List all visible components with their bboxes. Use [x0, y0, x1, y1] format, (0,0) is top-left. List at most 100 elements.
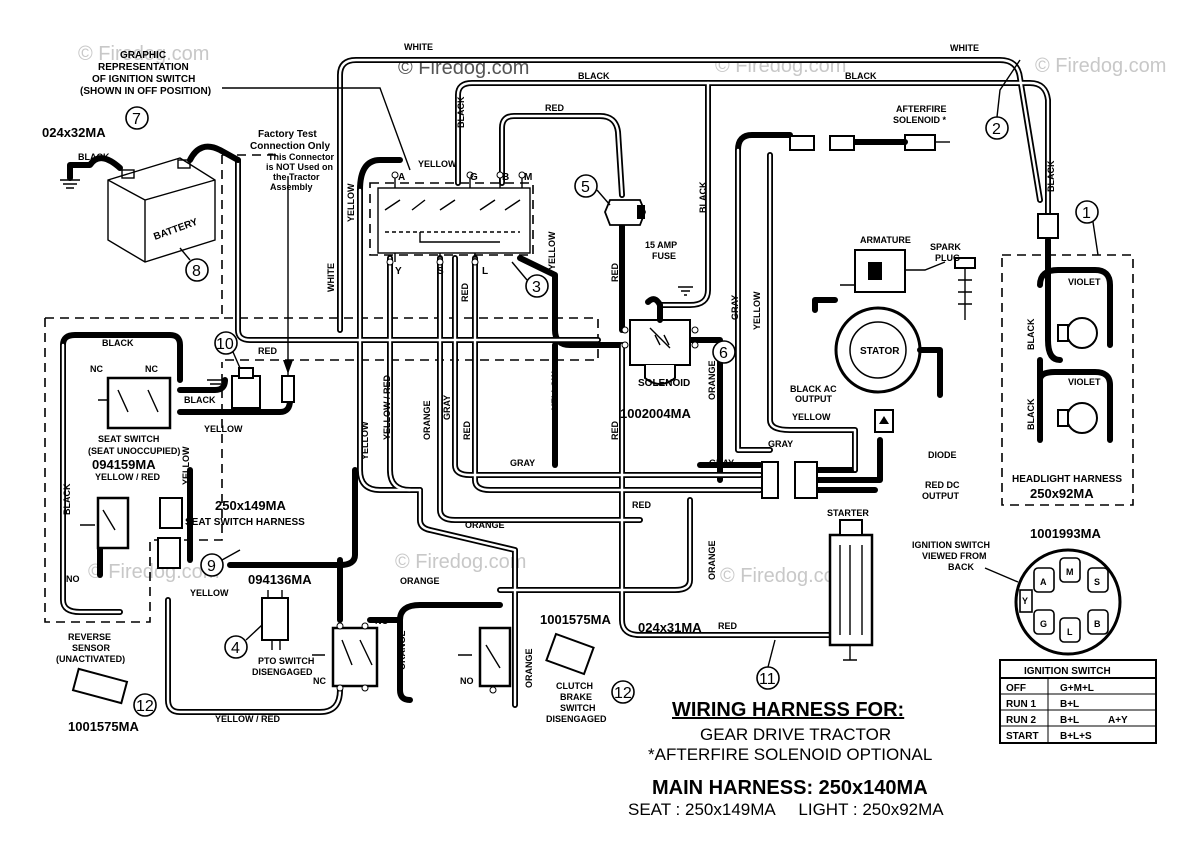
- fuse: [604, 199, 646, 226]
- main-harness-title: MAIN HARNESS: 250x140MA: [652, 777, 928, 799]
- ground-icon: [678, 286, 693, 296]
- table-cell: B+L: [1060, 699, 1079, 710]
- table-cell: START: [1006, 731, 1039, 742]
- svg-text:2: 2: [992, 121, 1001, 138]
- ign-graphic-3: OF IGNITION SWITCH: [92, 74, 195, 85]
- svg-text:YELLOW: YELLOW: [360, 421, 370, 460]
- wire-label-violet: VIOLET: [1068, 377, 1101, 387]
- table-cell: B+L: [1060, 715, 1079, 726]
- title-heading: WIRING HARNESS FOR:: [672, 699, 904, 721]
- svg-text:ORANGE: ORANGE: [465, 520, 505, 530]
- solenoid-part: 1002004MA: [620, 406, 691, 421]
- svg-text:RED: RED: [718, 621, 738, 631]
- clutch-label-3: SWITCH: [560, 703, 596, 713]
- terminal-s: S: [437, 266, 444, 277]
- svg-text:YELLOW / RED: YELLOW / RED: [382, 375, 392, 441]
- factory-note-3: the Tractor: [273, 172, 320, 182]
- title-line-1: GEAR DRIVE TRACTOR: [700, 725, 891, 744]
- ign-graphic-1: GRAPHIC: [120, 50, 166, 61]
- clutch-switch: [458, 626, 595, 694]
- test-connector: [231, 176, 295, 409]
- clutch-label-4: DISENGAGED: [546, 714, 607, 724]
- armature-label: ARMATURE: [860, 235, 911, 245]
- seat-switch-part: 094159MA: [92, 457, 156, 472]
- svg-text:4: 4: [231, 640, 240, 657]
- seat-harness-outline: [44, 317, 223, 623]
- svg-text:ORANGE: ORANGE: [422, 400, 432, 440]
- clutch-part: 1001575MA: [540, 612, 611, 627]
- svg-text:1: 1: [1082, 205, 1091, 222]
- reverse-label-3: (UNACTIVATED): [56, 654, 125, 664]
- black-ac-label-2: OUTPUT: [795, 394, 833, 404]
- pto-label-2: DISENGAGED: [252, 667, 313, 677]
- svg-text:RED: RED: [460, 282, 470, 302]
- terminal-b: B: [502, 172, 509, 183]
- svg-text:YELLOW: YELLOW: [752, 291, 762, 330]
- wire-label-black: BLACK: [1026, 398, 1036, 430]
- ign-terminal-a: A: [1040, 577, 1047, 587]
- afterfire-solenoid: [789, 134, 950, 151]
- black-ac-label-1: BLACK AC: [790, 384, 837, 394]
- factory-note-2: is NOT Used on: [266, 162, 333, 172]
- svg-text:GRAY: GRAY: [768, 439, 793, 449]
- table-cell: G+M+L: [1060, 683, 1094, 694]
- terminal-g: G: [470, 172, 478, 183]
- svg-text:ORANGE: ORANGE: [400, 576, 440, 586]
- svg-text:6: 6: [719, 345, 728, 362]
- fuse-label-1: 15 AMP: [645, 240, 677, 250]
- table-cell: RUN 1: [1006, 699, 1036, 710]
- svg-text:BLACK: BLACK: [102, 338, 134, 348]
- factory-note-1: This Connector: [268, 152, 334, 162]
- seat-no: NO: [66, 574, 80, 584]
- seat-nc-right: NC: [145, 364, 158, 374]
- pto-nc: NC: [313, 676, 326, 686]
- ignition-table-header: IGNITION SWITCH: [1024, 666, 1111, 677]
- svg-text:YELLOW: YELLOW: [346, 183, 356, 222]
- watermark-faint: © Firedog.com: [78, 43, 209, 65]
- svg-text:ORANGE: ORANGE: [524, 648, 534, 688]
- wire-label-yellow-red: YELLOW / RED: [95, 472, 161, 482]
- starter-motor: [828, 519, 874, 661]
- spark-plug: [954, 257, 976, 320]
- watermark-faint: © Firedog.com: [395, 551, 526, 573]
- clutch-no: NO: [460, 676, 474, 686]
- svg-text:12: 12: [614, 685, 632, 702]
- svg-text:BLACK: BLACK: [845, 71, 877, 81]
- svg-text:BLACK: BLACK: [62, 483, 72, 515]
- ign-graphic-2: REPRESENTATION: [98, 62, 189, 73]
- svg-text:BLACK: BLACK: [78, 152, 110, 162]
- watermark-faint: © Firedog.com: [88, 561, 219, 583]
- svg-text:WHITE: WHITE: [404, 42, 433, 52]
- ign-terminal-l: L: [1067, 627, 1073, 637]
- ign-terminal-g: G: [1040, 619, 1047, 629]
- seat-nc-left: NC: [90, 364, 103, 374]
- seat-switch-label-1: SEAT SWITCH: [98, 434, 159, 444]
- terminal-l: L: [482, 266, 488, 277]
- ignition-switch-graphic: [377, 171, 531, 266]
- callout-numbers: 1 2 3 4 5 6 7 8 9 10 11 12 12: [125, 59, 1099, 717]
- afterfire-label-1: AFTERFIRE: [896, 104, 947, 114]
- starter-label: STARTER: [827, 508, 869, 518]
- ign-terminal-y: Y: [1022, 596, 1028, 606]
- wire-label-violet: VIOLET: [1068, 277, 1101, 287]
- factory-note-4: Assembly: [270, 182, 313, 192]
- stator-label: STATOR: [860, 346, 900, 357]
- clutch-label-2: BRAKE: [560, 692, 592, 702]
- svg-text:WHITE: WHITE: [326, 263, 336, 292]
- ign-view-label-1: IGNITION SWITCH: [912, 540, 990, 550]
- svg-text:8: 8: [192, 263, 201, 280]
- afterfire-label-2: SOLENOID *: [893, 115, 947, 125]
- fuse-label-2: FUSE: [652, 251, 676, 261]
- svg-text:ORANGE: ORANGE: [707, 360, 717, 400]
- factory-test-label-1: Factory Test: [258, 129, 317, 140]
- svg-text:5: 5: [581, 179, 590, 196]
- ground-icon: [207, 379, 225, 389]
- svg-text:BLACK: BLACK: [698, 181, 708, 213]
- headlight-harness-label: HEADLIGHT HARNESS: [1012, 474, 1122, 485]
- svg-text:RED: RED: [462, 420, 472, 440]
- svg-text:YELLOW / RED: YELLOW / RED: [215, 714, 281, 724]
- wire-label-black: BLACK: [1026, 318, 1036, 350]
- red-dc-label-2: OUTPUT: [922, 491, 960, 501]
- seat-harness-part: 250x149MA: [215, 498, 286, 513]
